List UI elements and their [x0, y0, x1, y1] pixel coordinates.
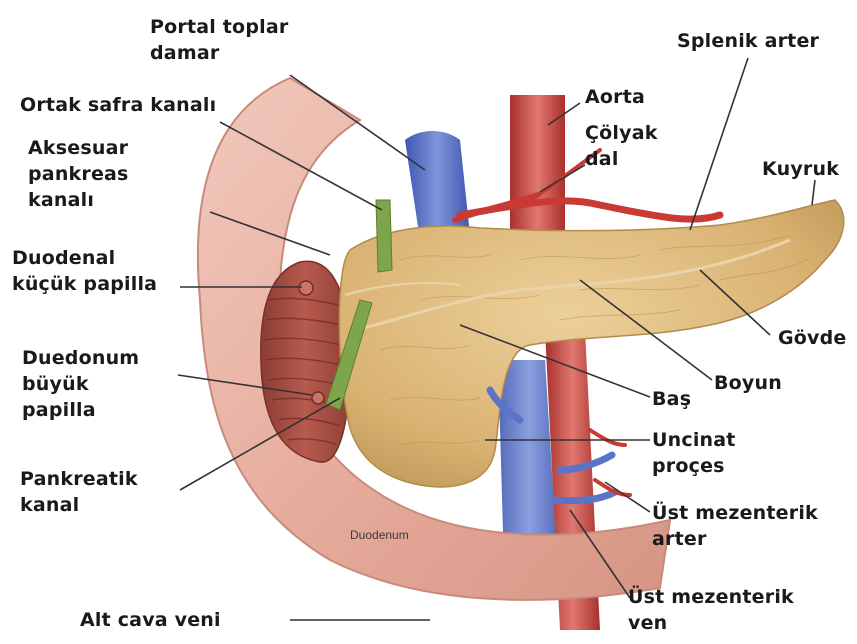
label-neck: Boyun	[714, 370, 782, 396]
aorta-top-shape	[510, 95, 565, 245]
label-duodenum: Duodenum	[350, 528, 409, 542]
label-accessory-duct: Aksesuar pankreas kanalı	[28, 135, 129, 213]
label-major-papilla: Duedonum büyük papilla	[22, 345, 139, 423]
label-common-bile-duct: Ortak safra kanalı	[20, 92, 216, 118]
label-head: Baş	[652, 386, 691, 412]
label-splenic-artery: Splenik arter	[677, 28, 819, 54]
label-smv: Üst mezenterik ven	[628, 584, 794, 636]
label-uncinate: Uncinat proçes	[652, 427, 736, 479]
label-pancreatic-duct: Pankreatik kanal	[20, 466, 138, 518]
portal-vein-shape	[405, 131, 470, 240]
label-sma: Üst mezenterik arter	[652, 500, 818, 552]
label-aorta: Aorta	[585, 84, 645, 110]
label-ivc: Alt cava veni	[80, 607, 221, 633]
major-papilla-shape	[312, 392, 324, 404]
label-celiac-trunk: Çölyak dal	[585, 120, 658, 172]
pancreas-shape	[339, 200, 843, 487]
common-bile-duct-shape	[376, 200, 392, 272]
label-minor-papilla: Duodenal küçük papilla	[12, 245, 157, 297]
minor-papilla-shape	[299, 281, 313, 295]
label-tail: Kuyruk	[762, 156, 839, 182]
label-body: Gövde	[778, 325, 847, 351]
label-portal-vein: Portal toplar damar	[150, 14, 288, 66]
